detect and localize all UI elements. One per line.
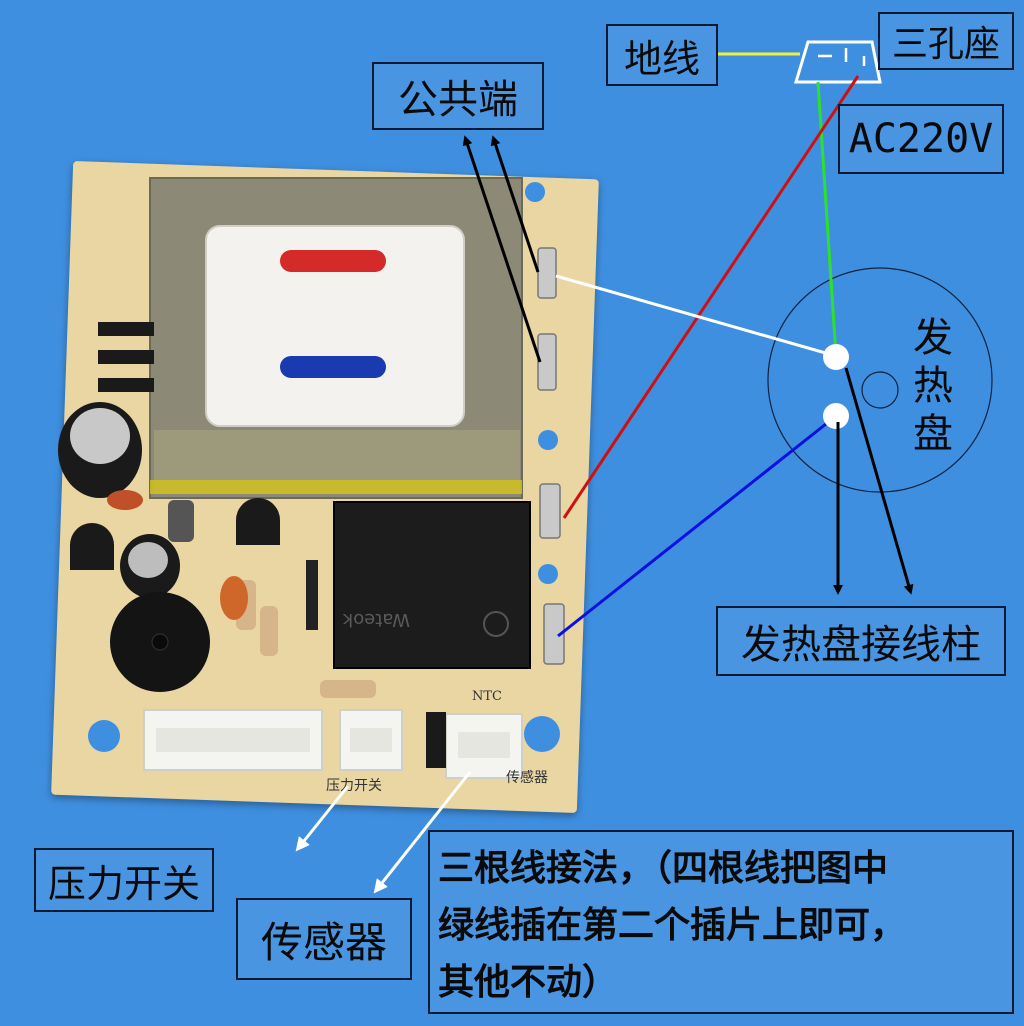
transistor: [70, 523, 114, 570]
resistors: [220, 576, 376, 698]
earth-wire: [816, 81, 838, 357]
diodes: [98, 322, 154, 392]
heater-plate-center: [861, 371, 899, 409]
heater-char-2: 热: [913, 363, 953, 409]
silk-sensor: 传感器: [506, 769, 548, 786]
heater-terminal-bottom: [823, 403, 849, 429]
heater-terminal-top: [823, 344, 849, 370]
mounting-holes: [88, 182, 560, 752]
note-line-2: 绿线插在第二个插片上即可，: [438, 904, 907, 946]
live-wire: [562, 75, 860, 519]
label-heater-terminals: 发热盘接线柱: [716, 606, 1006, 676]
label-ground: 地线: [606, 24, 718, 86]
silk-ntc: NTC: [472, 689, 502, 704]
label-common: 公共端: [372, 62, 544, 130]
transformer: [149, 177, 523, 499]
arrows-common: [462, 135, 542, 363]
diode-vertical: [306, 560, 318, 630]
heater-char-1: 发: [913, 315, 953, 361]
connector-sensor: [445, 713, 523, 779]
silk-pressure: 压力开关: [326, 778, 382, 794]
label-socket: 三孔座: [878, 12, 1014, 70]
socket-icon: [793, 40, 882, 84]
wiring-note: 三根线接法，（四根线把图中 绿线插在第二个插片上即可， 其他不动）: [428, 830, 1014, 1014]
arrows-white: [295, 771, 472, 894]
relay: Wateok: [333, 501, 531, 669]
label-pressure-switch: 压力开关: [34, 848, 214, 912]
label-ac220v: AC220V: [838, 104, 1004, 174]
label-sensor: 传感器: [236, 898, 412, 980]
arrows-terminals: [833, 367, 914, 595]
relay-brand: Wateok: [342, 609, 410, 630]
connector-pressure: [339, 709, 403, 771]
note-line-3: 其他不动）: [438, 962, 619, 1004]
connector-6pin: [143, 709, 323, 771]
spade-terminals: [537, 247, 565, 665]
note-line-1: 三根线接法，（四根线把图中: [438, 847, 889, 889]
heater-plate-outline: [767, 267, 993, 493]
heater-wire-a: [555, 274, 837, 358]
heater-plate-label: 发 热 盘: [906, 314, 960, 458]
heater-wire-b: [557, 414, 837, 638]
heater-char-3: 盘: [913, 411, 953, 457]
capacitor-large: [58, 402, 142, 498]
